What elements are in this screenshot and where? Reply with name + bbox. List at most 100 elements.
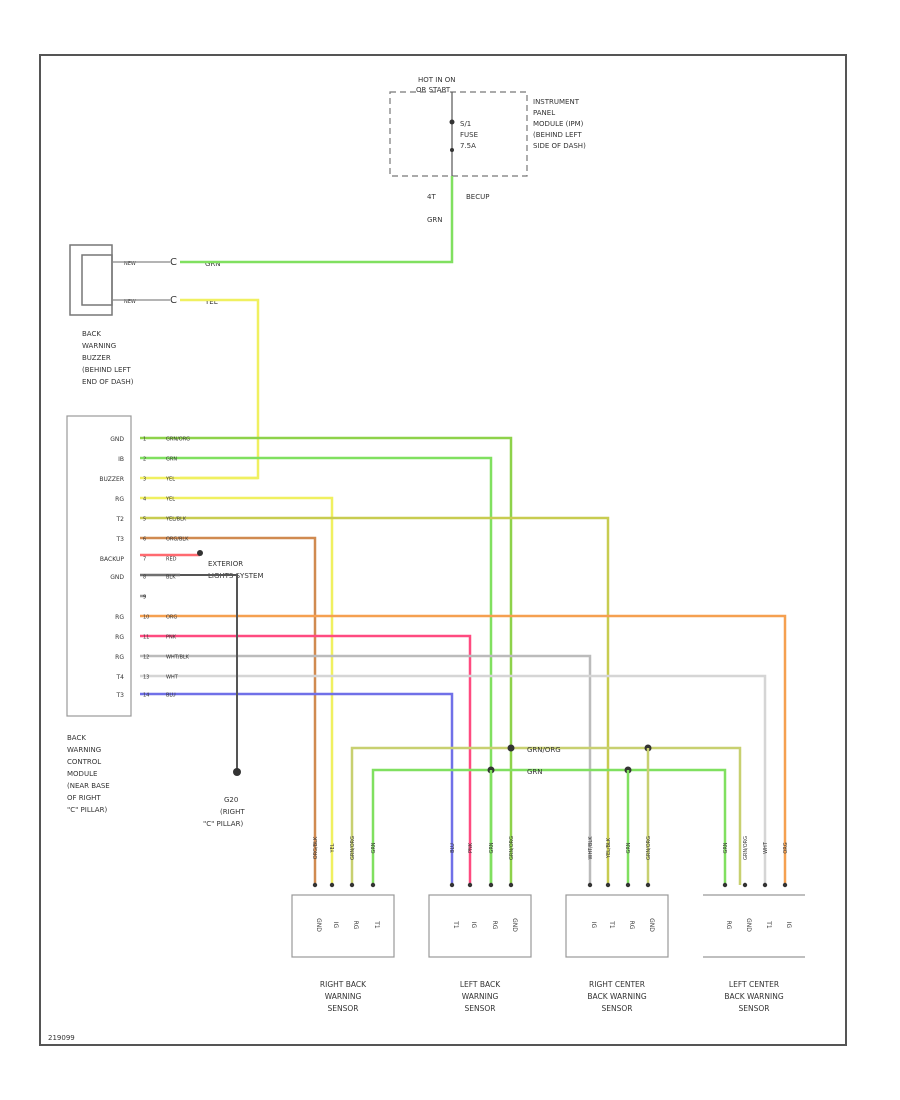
ipm-label-4: (BEHIND LEFT: [533, 131, 582, 139]
ground-wire: [180, 574, 238, 770]
module-body: [66, 415, 132, 717]
wire-label-5: YEL/BLK: [165, 517, 187, 523]
sensor-2-terminal-3: [488, 882, 494, 888]
buses: GRN/ORG GRN: [350, 744, 742, 885]
wire-term-5: 5: [143, 517, 146, 523]
wire-term-7: 7: [143, 557, 146, 563]
wire-term-9: 9: [143, 595, 146, 601]
buzzer-term-2: NEW: [124, 299, 136, 305]
sensor-4-caption-2: BACK WARNING: [724, 992, 783, 1001]
ipm-label-1: INSTRUMENT: [533, 98, 580, 106]
sensor-1-terminal-1: [312, 882, 318, 888]
module-pin-11: RG: [115, 634, 124, 641]
wire-term-13: 13: [143, 675, 149, 681]
ground-dot: [233, 768, 241, 776]
sensor-4-terminal-4: [782, 882, 788, 888]
sensor-1-wire-2: YEL: [330, 843, 336, 853]
sensor-1-pin-2: IG: [332, 922, 339, 929]
wire-label-8: BLK: [166, 575, 176, 581]
wire-term-1: 1: [143, 437, 146, 443]
wire-1: [140, 436, 513, 885]
wire-term-12: 12: [143, 655, 149, 661]
power-source: HOT IN ON OR START S/1 FUSE 7.5A INSTRUM…: [389, 76, 586, 224]
sensor-4-caption-3: SENSOR: [739, 1004, 770, 1013]
sensor-1-box: [291, 894, 395, 958]
sensor-1-caption-2: WARNING: [325, 992, 362, 1001]
module-pin-10: RG: [115, 614, 124, 621]
sensor-2-caption-1: LEFT BACK: [460, 980, 501, 989]
power-conn-label: BECUP: [466, 193, 489, 201]
module-caption-2: WARNING: [67, 746, 101, 754]
sensor-4-terminal-2: [742, 882, 748, 888]
buzzer-caption-4: (BEHIND LEFT: [82, 366, 131, 374]
bus-label-bottom: GRN: [527, 768, 543, 776]
sensor-4-wire-2: GRN/ORG: [743, 836, 749, 860]
sensor-3-pin-1: IG: [590, 922, 597, 929]
sensor-4-terminal-3: [762, 882, 768, 888]
sensor-2-wire-2: PNK: [468, 842, 474, 853]
sensor-3-pin-3: RG: [628, 921, 635, 930]
ipm-label-3: MODULE (IPM): [533, 120, 584, 128]
sensor-2-terminal-4: [508, 882, 514, 888]
sensor-3-caption-2: BACK WARNING: [587, 992, 646, 1001]
buzzer-connector-2: C: [170, 295, 177, 306]
wire-2: [140, 456, 493, 885]
module-pin-5: T2: [116, 516, 125, 523]
module-pin-14: T3: [116, 692, 125, 699]
sensor-3-terminal-2: [605, 882, 611, 888]
wire-label-13: WHT: [166, 675, 179, 681]
sensor-3-terminal-4: [645, 882, 651, 888]
wire-label-7: RED: [166, 557, 177, 563]
wire-label-2: GRN: [166, 457, 177, 463]
module-pin-7: BACKUP: [100, 556, 124, 563]
sensor-1-caption-3: SENSOR: [328, 1004, 359, 1013]
module-pin-8: GND: [110, 574, 124, 581]
sensor-4-wire-3: WHT: [763, 841, 769, 854]
sensor-3-wire-4: GRN/ORG: [646, 836, 652, 860]
sensor-3-wire-2: YEL/BLK: [606, 837, 612, 859]
bus-grn-org: [350, 746, 742, 885]
wire-power-grn: [180, 176, 454, 264]
module-pin-3: BUZZER: [99, 476, 124, 483]
sensor-3-wire-1: WHT/BLK: [588, 836, 594, 860]
bus-label-top: GRN/ORG: [527, 746, 561, 754]
wire-label-12: WHT/BLK: [166, 655, 190, 661]
sensor-2-terminal-2: [467, 882, 473, 888]
module-caption-3: CONTROL: [67, 758, 101, 766]
sensor-4-pin-4: IG: [785, 922, 792, 929]
buzzer-caption-3: BUZZER: [82, 354, 111, 362]
ipm-label-5: SIDE OF DASH): [533, 142, 586, 150]
module-pin-4: RG: [115, 496, 124, 503]
fuse-bottom-dot: [450, 148, 454, 152]
wire-buzzer-yel: [180, 298, 260, 480]
wire-12: [140, 654, 592, 885]
wire-label-11: PNK: [166, 635, 177, 641]
wire-13: [140, 674, 767, 885]
wire-term-3: 3: [143, 477, 146, 483]
wire-term-8: 8: [143, 575, 146, 581]
sensor-2-pin-4: GND: [511, 918, 518, 932]
sensor-3-pin-2: T1: [608, 920, 615, 929]
power-label-2: OR START: [416, 86, 451, 94]
exterior-splice-dot: [197, 550, 203, 556]
sensor-3-caption-3: SENSOR: [602, 1004, 633, 1013]
bus-splice-1: [507, 744, 515, 752]
wire-label-4: YEL: [165, 497, 175, 503]
sensor-3-pin-4: GND: [648, 918, 655, 932]
sensor-1-wire-4: GRN: [371, 842, 377, 853]
module-pin-1: GND: [110, 436, 124, 443]
wire-label-14: BLU: [166, 693, 176, 699]
buzzer-wire2-color: YEL: [204, 298, 218, 306]
wire-term-2: 2: [143, 457, 146, 463]
sensor-4-wire-4: ORG: [783, 842, 789, 853]
sensor-2-box: [428, 894, 532, 958]
module-caption-6: OF RIGHT: [67, 794, 101, 802]
wire-term-11: 11: [143, 635, 149, 641]
ground-label-3: "C" PILLAR): [203, 820, 243, 828]
buzzer-caption-1: BACK: [82, 330, 101, 338]
wire-term-6: 6: [143, 537, 146, 543]
wire-label-10: ORG: [166, 615, 177, 621]
